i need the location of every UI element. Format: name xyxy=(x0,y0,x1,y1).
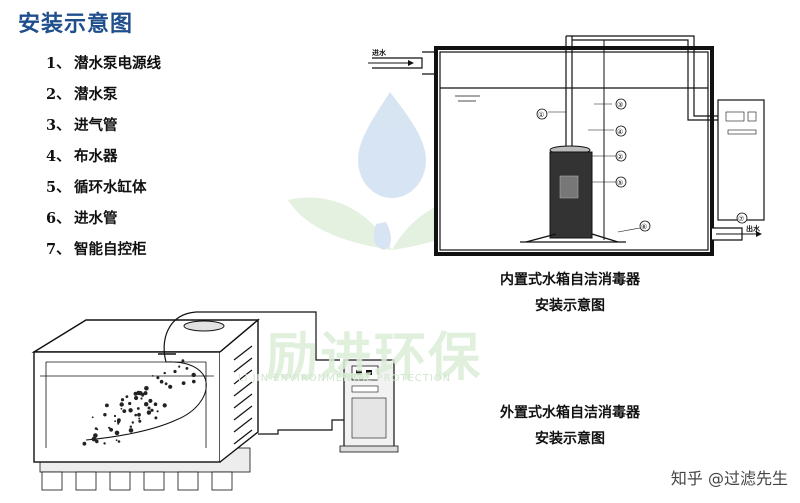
bubble xyxy=(154,416,158,420)
bubble xyxy=(144,386,149,391)
bubble xyxy=(143,391,148,396)
external-caption: 外置式水箱自洁消毒器 安装示意图 xyxy=(460,400,680,452)
bubble xyxy=(146,410,152,415)
bubble xyxy=(151,375,154,377)
bubble xyxy=(148,398,153,403)
callout-6: ⑥ xyxy=(641,223,647,231)
internal-caption-subtitle: 安装示意图 xyxy=(535,298,605,314)
watermark-subtext: LI JIN ENVIRONMENTAL PROTECTION xyxy=(238,373,452,384)
bubble xyxy=(192,379,196,384)
internal-caption-title: 内置式水箱自洁消毒器 xyxy=(500,272,640,288)
bubble xyxy=(156,376,160,380)
inlet-label: 进水 xyxy=(372,48,387,57)
bubble xyxy=(134,397,137,400)
bubble xyxy=(173,369,177,374)
external-caption-subtitle: 安装示意图 xyxy=(535,431,605,447)
bubble xyxy=(128,408,133,413)
legend-item: 7、智能自控柜 xyxy=(46,241,147,258)
legend-item: 1、潜水泵电源线 xyxy=(46,55,161,72)
bubble xyxy=(108,426,111,429)
bubble xyxy=(178,365,181,368)
bubble xyxy=(103,413,107,417)
legend-item: 6、进水管 xyxy=(46,210,118,227)
bubble xyxy=(91,436,97,442)
bubble xyxy=(120,398,125,402)
bubble xyxy=(114,430,120,436)
external-caption-title: 外置式水箱自洁消毒器 xyxy=(500,405,640,421)
bubble xyxy=(120,407,123,410)
bubble xyxy=(131,421,134,424)
bubble xyxy=(117,418,121,423)
bubble xyxy=(91,416,94,419)
callout-7: ⑦ xyxy=(738,215,744,223)
bubble xyxy=(133,391,138,396)
legend-item: 2、潜水泵 xyxy=(46,86,118,103)
internal-caption: 内置式水箱自洁消毒器 安装示意图 xyxy=(460,267,680,319)
bubble xyxy=(105,403,109,408)
bubble xyxy=(163,371,166,375)
bubble xyxy=(138,417,141,420)
bubble xyxy=(128,401,132,406)
bubble xyxy=(144,402,149,407)
bubble xyxy=(159,379,164,384)
legend-item: 4、布水器 xyxy=(46,148,118,165)
bubble xyxy=(117,422,120,425)
internal-tank-diagram xyxy=(368,35,765,256)
bubble xyxy=(128,428,134,433)
legend-item: 3、进气管 xyxy=(46,117,118,134)
bubble xyxy=(114,420,116,423)
bubble xyxy=(181,359,185,363)
bubble xyxy=(95,439,99,444)
bubble xyxy=(109,427,113,432)
bubble xyxy=(150,408,154,412)
bubble xyxy=(94,427,98,430)
legend-list: 1、潜水泵电源线 2、潜水泵 3、进气管 4、布水器 5、循环水缸体 6、进水管… xyxy=(46,54,161,271)
legend-item: 5、循环水缸体 xyxy=(46,179,147,196)
bubble xyxy=(82,441,87,446)
bubble xyxy=(125,395,129,398)
bubble xyxy=(164,382,168,386)
external-tank-bubbles xyxy=(82,359,196,446)
bubble xyxy=(191,372,196,378)
callout-4: ④ xyxy=(617,128,623,136)
bubble xyxy=(137,412,141,417)
bubble xyxy=(138,419,142,423)
credit-text: 知乎 @过滤先生 xyxy=(670,469,788,488)
bubble xyxy=(168,384,173,389)
bubble xyxy=(181,381,186,385)
bubble xyxy=(119,402,124,407)
callout-5: ⑤ xyxy=(617,179,623,187)
bubble xyxy=(122,409,127,413)
watermark-text: 励进环保 xyxy=(266,328,483,388)
external-tank-diagram xyxy=(31,311,399,491)
bubble xyxy=(117,440,121,443)
bubble xyxy=(138,391,143,396)
bubble xyxy=(140,397,143,400)
callout-1: ① xyxy=(538,111,544,119)
bubble xyxy=(162,403,167,408)
callout-3: ③ xyxy=(617,101,623,109)
bubble xyxy=(136,407,140,410)
bubble xyxy=(153,402,158,407)
callout-2: ② xyxy=(617,153,623,161)
bubble xyxy=(156,410,159,413)
bubble xyxy=(93,433,98,438)
bubble xyxy=(134,413,137,417)
bubble xyxy=(147,406,151,410)
bubble xyxy=(185,367,189,370)
bubble xyxy=(129,425,132,428)
outlet-label: 出水 xyxy=(746,224,761,233)
page-title: 安装示意图 xyxy=(18,12,134,37)
bubble xyxy=(115,439,118,442)
bubble xyxy=(113,414,117,418)
bubble xyxy=(103,442,106,445)
callout-labels: ① ③ ④ ② ⑤ ⑥ ⑦ 进水 出水 xyxy=(372,48,761,233)
